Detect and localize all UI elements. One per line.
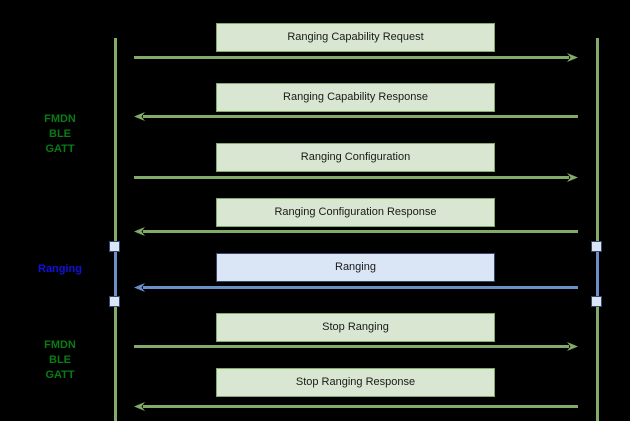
left-lifeline-activation-handle-top[interactable] xyxy=(109,241,120,252)
left-lifeline-segment-upper xyxy=(114,38,117,241)
left-lifeline-segment-ranging xyxy=(114,241,117,307)
arrow-ranging-configuration-right xyxy=(134,172,578,183)
arrow-ranging-configuration-response-left xyxy=(134,226,578,237)
message-box-ranging-configuration[interactable]: Ranging Configuration xyxy=(216,143,495,172)
message-label-stop-ranging: Stop Ranging xyxy=(322,321,389,333)
phase-label-line: FMDN xyxy=(44,113,76,125)
arrow-ranging-left xyxy=(134,282,578,293)
message-label-ranging-configuration-response: Ranging Configuration Response xyxy=(274,206,437,218)
phase-label-line: Ranging xyxy=(38,263,82,275)
arrow-stop-ranging-response-left xyxy=(134,401,578,412)
right-lifeline-activation-handle-top[interactable] xyxy=(591,241,602,252)
right-lifeline-segment-ranging xyxy=(596,241,599,307)
phase-label-line: BLE xyxy=(49,128,71,140)
message-label-ranging-configuration: Ranging Configuration xyxy=(300,151,411,163)
phase-label-phase-ranging: Ranging xyxy=(12,262,108,277)
arrow-ranging-capability-response-left xyxy=(134,111,578,122)
arrow-stop-ranging-right xyxy=(134,341,578,352)
left-lifeline-segment-lower xyxy=(114,307,117,421)
message-label-ranging-capability-response: Ranging Capability Response xyxy=(283,91,428,103)
arrow-ranging-capability-request-right xyxy=(134,52,578,63)
message-label-stop-ranging-response: Stop Ranging Response xyxy=(295,376,416,388)
right-lifeline-segment-upper xyxy=(596,38,599,241)
phase-label-phase-fmdn-ble-gatt-top: FMDN BLE GATT xyxy=(12,112,108,157)
left-lifeline-activation-handle-bottom[interactable] xyxy=(109,296,120,307)
phase-label-phase-fmdn-ble-gatt-bottom: FMDN BLE GATT xyxy=(12,338,108,383)
message-box-stop-ranging[interactable]: Stop Ranging xyxy=(216,313,495,342)
phase-label-line: GATT xyxy=(45,369,75,381)
message-box-ranging-capability-request[interactable]: Ranging Capability Request xyxy=(216,23,495,52)
message-label-ranging-capability-request: Ranging Capability Request xyxy=(287,31,424,43)
right-lifeline-activation-handle-bottom[interactable] xyxy=(591,296,602,307)
right-lifeline-segment-lower xyxy=(596,307,599,421)
phase-label-line: FMDN xyxy=(44,339,76,351)
message-box-ranging[interactable]: Ranging xyxy=(216,253,495,282)
phase-label-line: GATT xyxy=(45,143,75,155)
message-box-ranging-capability-response[interactable]: Ranging Capability Response xyxy=(216,83,495,112)
phase-label-line: BLE xyxy=(49,354,71,366)
message-box-stop-ranging-response[interactable]: Stop Ranging Response xyxy=(216,368,495,397)
message-box-ranging-configuration-response[interactable]: Ranging Configuration Response xyxy=(216,198,495,227)
message-label-ranging: Ranging xyxy=(335,261,376,273)
